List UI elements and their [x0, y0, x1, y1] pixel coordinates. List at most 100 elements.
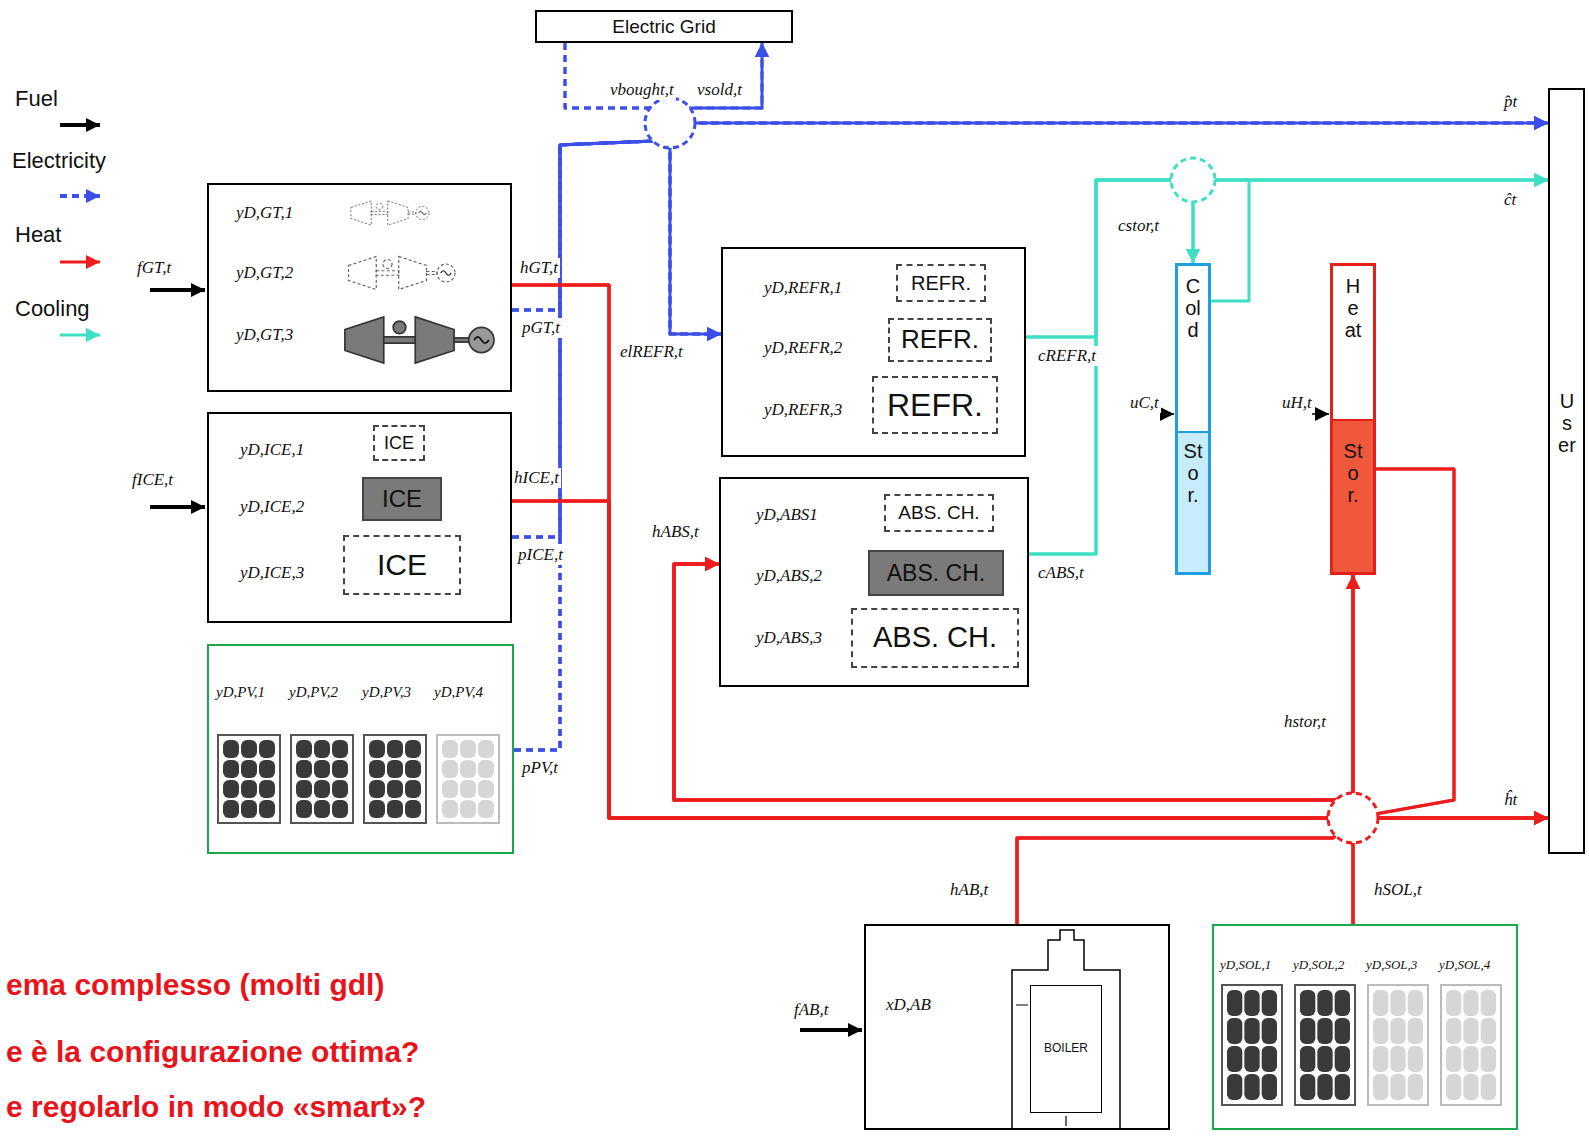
box-label: ICE: [384, 433, 414, 454]
solar-panel-icon: [437, 735, 499, 823]
box-label: REFR.: [901, 325, 979, 355]
unit-variable: yD,REFR,3: [764, 400, 842, 420]
unit-variable: yD,SOL,4: [1439, 958, 1490, 973]
electricity-flow: [512, 123, 1548, 537]
heat-flow: [1017, 575, 1353, 924]
heat-flow: [1352, 575, 1355, 924]
unit-box: REFR.: [896, 264, 986, 302]
legend-sample: [60, 334, 100, 337]
component-box: yD,PV,1yD,PV,2yD,PV,3yD,PV,4: [207, 644, 514, 854]
flow-variable: elREFR,t: [618, 342, 685, 362]
unit-variable: yD,PV,2: [289, 684, 338, 701]
unit-variable: User: [1557, 390, 1577, 456]
heat-flow: [1017, 818, 1548, 924]
electricity-flow: [565, 43, 721, 334]
heat-flow: [512, 285, 1353, 818]
electricity-flow: [512, 43, 762, 537]
box-label: REFR.: [911, 272, 971, 295]
unit-variable: Stor.: [1343, 440, 1363, 506]
electricity-flow: [514, 43, 762, 750]
flow-variable: uC,t: [1128, 393, 1161, 413]
component-box: yD,ICE,1yD,ICE,2yD,ICE,3ICEICEICE: [207, 412, 512, 623]
unit-variable: yD,ICE,2: [240, 497, 304, 517]
solar-panel-icon: [1222, 985, 1282, 1105]
unit-variable: yD,GT,3: [236, 325, 293, 345]
storage-column: HeatStor.: [1330, 263, 1376, 575]
flow-variable: p̂t: [1502, 92, 1519, 112]
gas-turbine-icon: [345, 317, 494, 363]
legend-text: Cooling: [15, 296, 90, 322]
electric-junction: [645, 98, 695, 148]
component-box: Electric Grid: [535, 10, 793, 43]
component-icons: [218, 201, 1501, 1105]
component-box: yD,SOL,1yD,SOL,2yD,SOL,3yD,SOL,4: [1212, 924, 1518, 1130]
cooling-flow: [1026, 180, 1548, 337]
cooling-flow: [1026, 180, 1193, 337]
cooling-flow: [1193, 180, 1548, 301]
electricity-flow: [512, 123, 721, 334]
heat-flow: [1353, 818, 1548, 924]
unit-box: REFR.: [888, 318, 992, 362]
solar-panel-icon: [218, 735, 280, 823]
unit-box: BOILER: [1030, 985, 1102, 1113]
flow-variable: fICE,t: [130, 470, 175, 490]
heat-flow: [512, 285, 1353, 818]
unit-box: ICE: [343, 535, 461, 595]
electricity-flow: [512, 43, 762, 310]
electricity-flow: [512, 123, 721, 537]
flow-variable: hSOL,t: [1372, 880, 1424, 900]
unit-box: ICE: [373, 425, 425, 461]
component-box: yD,ABS1yD,ABS,2yD,ABS,3ABS. CH.ABS. CH.A…: [719, 477, 1029, 687]
flow-variable: cstor,t: [1116, 216, 1161, 236]
flow-variable: cABS,t: [1036, 563, 1086, 583]
box-label: ABS. CH.: [887, 560, 985, 586]
legend-sample: [60, 194, 100, 198]
fuel-arrow: [150, 505, 205, 509]
flow-variable: uH,t: [1280, 393, 1314, 413]
unit-variable: yD,ICE,3: [240, 563, 304, 583]
unit-variable: yD,PV,4: [434, 684, 483, 701]
boiler-housing: [1012, 930, 1120, 1128]
solar-panel-icon: [1295, 985, 1355, 1105]
unit-box: ABS. CH.: [851, 608, 1019, 668]
slide-note: e è la configurazione ottima?: [4, 1035, 421, 1069]
heat-flow: [512, 285, 1548, 818]
flow-variable: hstor,t: [1282, 712, 1328, 732]
heat-junction: [1328, 793, 1378, 843]
flow-variable: cREFR,t: [1036, 346, 1098, 366]
gas-turbine-icon: [351, 201, 429, 225]
component-box: yD,GT,1yD,GT,2yD,GT,3: [207, 183, 512, 392]
unit-variable: yD,ABS1: [756, 505, 818, 525]
box-label: ICE: [377, 548, 427, 583]
flow-variable: fAB,t: [792, 1000, 830, 1020]
box-label: BOILER: [1044, 1042, 1088, 1056]
unit-variable: xD,AB: [886, 995, 931, 1015]
flow-variable: hABS,t: [650, 522, 701, 542]
unit-variable: yD,GT,2: [236, 263, 293, 283]
heat-flow: [674, 564, 1353, 924]
flow-variable: pICE,t: [516, 545, 565, 565]
unit-variable: yD,REFR,1: [764, 278, 842, 298]
legend-text: Heat: [15, 222, 61, 248]
flow-variable: hICE,t: [512, 468, 561, 488]
box-label: Electric Grid: [612, 16, 715, 38]
legend-sample: [60, 123, 100, 127]
box-label: REFR.: [887, 387, 983, 424]
unit-variable: yD,SOL,3: [1366, 958, 1417, 973]
solar-panel-icon: [291, 735, 353, 823]
cooling-flow: [1029, 180, 1193, 554]
storage-column: ColdStor.: [1175, 263, 1211, 575]
component-box: xD,AB BOILER: [864, 924, 1170, 1130]
legend-text: Electricity: [12, 148, 106, 174]
fuel-arrow: [800, 1028, 862, 1032]
electricity-flow: [514, 123, 721, 750]
cooling-flow: [1029, 180, 1548, 554]
cooling-junction: [1171, 158, 1215, 202]
box-label: ICE: [382, 485, 422, 513]
flow-variable: hAB,t: [948, 880, 990, 900]
legend-sample: [60, 261, 100, 264]
input-arrow: [1160, 413, 1174, 415]
